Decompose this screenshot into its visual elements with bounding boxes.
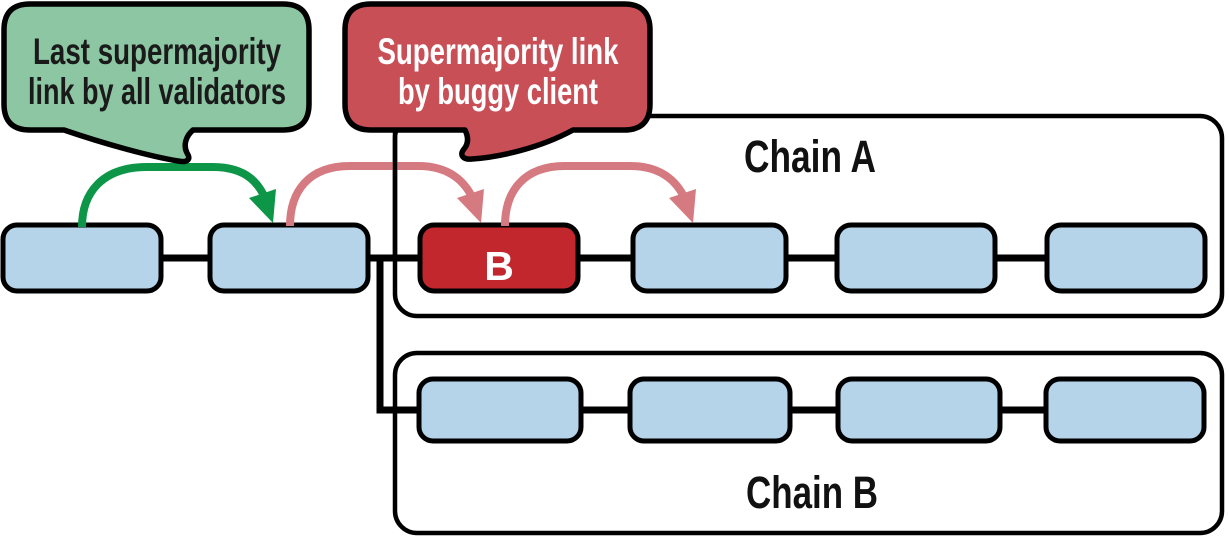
chain-a-block-4 xyxy=(630,222,789,294)
chain-a-block-1 xyxy=(0,222,164,294)
chain-b-block-1 xyxy=(416,376,584,444)
chain-b-block-4 xyxy=(1043,376,1207,444)
green-callout-line2: link by all validators xyxy=(28,71,286,112)
buggy-block-label: B xyxy=(484,243,514,289)
pink-arrow-2 xyxy=(501,162,692,227)
green-callout-bubble xyxy=(1,1,312,165)
chain-b-block-3 xyxy=(835,376,1003,444)
chain-b-block-2 xyxy=(627,376,793,444)
chain-a-block-6 xyxy=(1044,222,1208,294)
chain-a-block-2 xyxy=(207,222,371,294)
green-callout-line1: Last supermajority xyxy=(33,31,281,72)
green-supermajority-arrow xyxy=(78,163,272,228)
chain-a-block-5 xyxy=(834,222,998,294)
green-arrowhead-icon xyxy=(249,189,276,223)
chain-a-title: Chain A xyxy=(744,131,876,182)
red-callout-line2: by buggy client xyxy=(398,71,598,112)
red-callout-bubble xyxy=(342,1,653,162)
chain-b-title: Chain B xyxy=(746,467,878,518)
pink-arrowhead-1-icon xyxy=(457,189,484,223)
pink-arrowhead-2-icon xyxy=(669,189,696,223)
pink-arrow-1 xyxy=(286,162,480,227)
red-callout-line1: Supermajority link xyxy=(378,31,619,72)
chain-a-buggy-block xyxy=(417,222,581,294)
chain-b-box xyxy=(392,350,1225,536)
